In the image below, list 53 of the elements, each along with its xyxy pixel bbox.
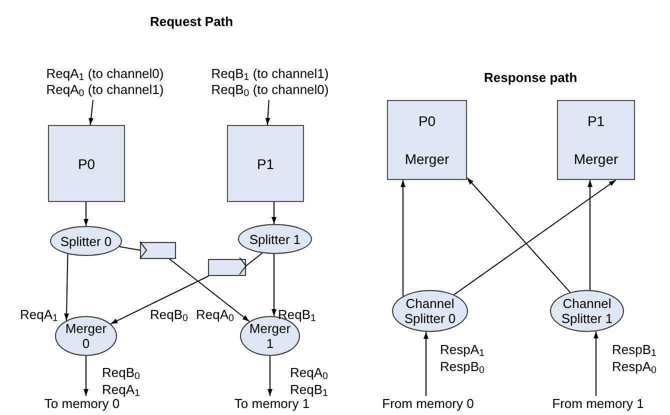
arrow bbox=[64, 253, 69, 321]
arrow bbox=[88, 100, 94, 126]
annotation-text: ReqA$_{0}$ (to channel1) bbox=[46, 82, 164, 98]
arrow bbox=[588, 180, 592, 291]
processor-box bbox=[387, 100, 467, 180]
module-ellipse bbox=[55, 316, 117, 356]
node-label: Merger bbox=[574, 151, 618, 167]
edge-label: ReqB$_{0}$ ReqA$_{1}$ bbox=[102, 364, 141, 398]
processor-box bbox=[48, 125, 125, 202]
annotation-text: From memory 1 bbox=[552, 396, 644, 412]
queue-buffer bbox=[140, 242, 176, 259]
queue-buffer bbox=[208, 259, 246, 276]
processor-box bbox=[557, 100, 635, 180]
annotation-text: From memory 0 bbox=[382, 396, 474, 412]
section-heading: Request Path bbox=[150, 13, 234, 31]
annotation-text: ReqB$_{1}$ (to channel1) bbox=[211, 66, 329, 82]
annotation-text: ReqB$_{0}$ (to channel0) bbox=[211, 82, 329, 98]
node-label: P1 bbox=[587, 113, 605, 129]
node-label: Merger 0 bbox=[64, 321, 108, 351]
arrow bbox=[272, 202, 276, 224]
node-label: Channel Splitter 1 bbox=[560, 296, 614, 326]
edge-label: ReqA$_{0}$ bbox=[196, 306, 235, 323]
arrow bbox=[169, 258, 250, 322]
edge-label: ReqB$_{1}$ bbox=[278, 306, 317, 323]
arrow bbox=[268, 356, 272, 396]
annotation-text: To memory 1 bbox=[234, 396, 310, 412]
node-label: P0 bbox=[78, 156, 96, 172]
node-label: P0 bbox=[418, 113, 436, 129]
node-label: Merger bbox=[404, 151, 450, 167]
processor-box bbox=[227, 125, 304, 202]
arrow bbox=[110, 276, 210, 324]
arrow bbox=[453, 180, 616, 296]
arrow bbox=[594, 330, 598, 396]
arrow bbox=[84, 356, 88, 396]
arrow bbox=[272, 254, 276, 317]
section-heading: Response path bbox=[484, 69, 578, 87]
edge-label: ReqB$_{0}$ bbox=[150, 306, 189, 323]
edge-label: RespA$_{1}$ RespB$_{0}$ bbox=[440, 341, 486, 375]
node-label: Channel Splitter 0 bbox=[403, 296, 457, 326]
node-label: Splitter 0 bbox=[59, 234, 113, 248]
edge-label: RespB$_{1}$ RespA$_{0}$ bbox=[612, 341, 658, 375]
arrow bbox=[424, 331, 428, 396]
arrow bbox=[265, 100, 270, 126]
arrow bbox=[84, 202, 88, 226]
annotation-text: ReqA$_{1}$ (to channel0) bbox=[46, 66, 164, 82]
node-label: Splitter 1 bbox=[248, 232, 302, 246]
edge-label: ReqA$_{1}$ bbox=[20, 306, 59, 323]
annotation-text: To memory 0 bbox=[44, 396, 120, 412]
arrow bbox=[466, 177, 571, 293]
arrow bbox=[400, 180, 406, 297]
node-label: P1 bbox=[256, 156, 274, 172]
node-label: Merger 1 bbox=[248, 321, 291, 351]
edge-label: ReqA$_{0}$ ReqB$_{1}$ bbox=[290, 364, 329, 398]
